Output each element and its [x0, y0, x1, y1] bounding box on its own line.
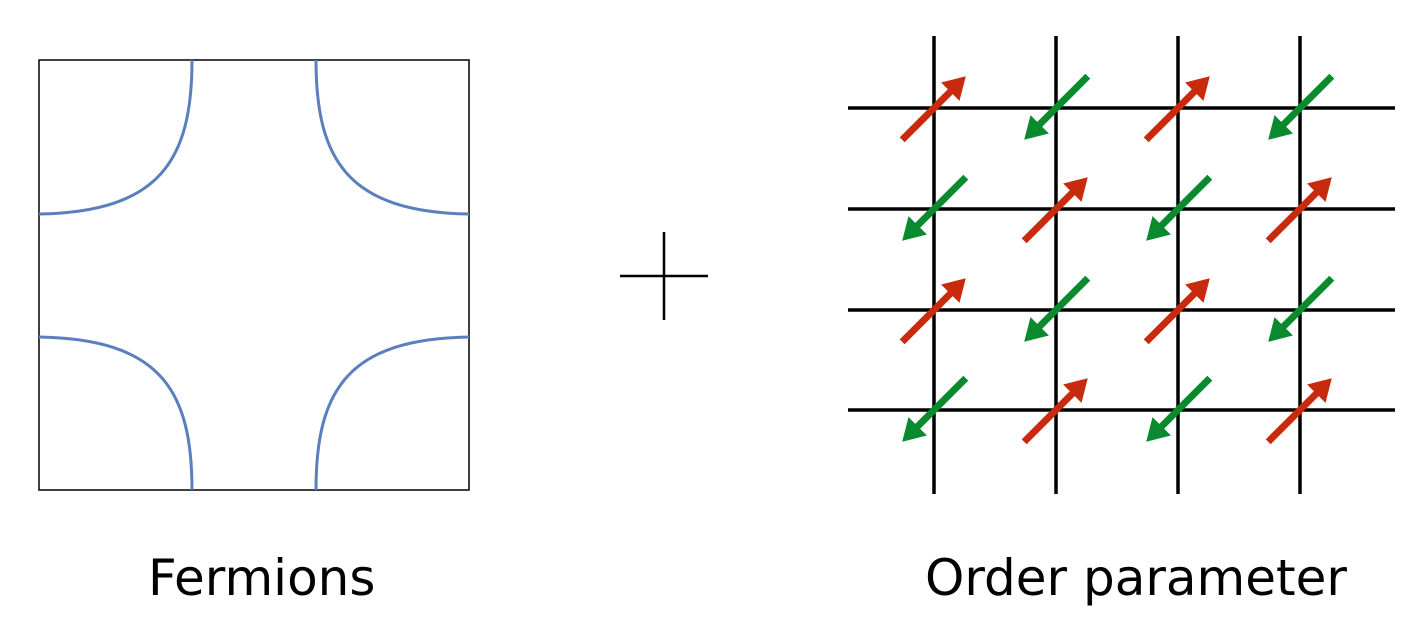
- spin-arrow-head: [1024, 115, 1049, 140]
- spin-up-arrow: [899, 76, 966, 143]
- fermi-surface-curve-bottom-left: [38, 335, 194, 491]
- fermi-surface-panel: [38, 59, 470, 491]
- spin-up-arrow: [1021, 177, 1088, 244]
- spin-arrow-head: [1268, 317, 1293, 342]
- spin-up-arrow: [1265, 378, 1332, 445]
- fermi-surface-curve-bottom-right: [314, 335, 470, 491]
- spin-arrow-head: [1146, 216, 1171, 241]
- spin-lattice: [848, 36, 1395, 494]
- spin-down-arrow: [1146, 174, 1213, 241]
- spin-arrow-shaft: [913, 375, 969, 431]
- spin-arrow-head: [1268, 115, 1293, 140]
- spin-down-arrow: [1268, 73, 1335, 140]
- fermi-surface-curve-top-right: [314, 59, 470, 216]
- spin-down-arrow: [1024, 73, 1091, 140]
- lattice-spins: [899, 73, 1335, 445]
- fermi-surface-curve-top-left: [38, 59, 194, 216]
- spin-arrow-shaft: [1279, 275, 1335, 331]
- spin-arrow-head: [1185, 76, 1210, 101]
- spin-up-arrow: [899, 278, 966, 345]
- spin-arrow-shaft: [1265, 188, 1321, 244]
- spin-arrow-head: [1063, 177, 1088, 202]
- spin-up-arrow: [1021, 378, 1088, 445]
- spin-up-arrow: [1265, 177, 1332, 244]
- spin-arrow-shaft: [1021, 389, 1077, 445]
- spin-down-arrow: [1024, 275, 1091, 342]
- spin-arrow-head: [902, 216, 927, 241]
- spin-down-arrow: [1146, 375, 1213, 442]
- spin-arrow-shaft: [1035, 73, 1091, 129]
- spin-arrow-shaft: [899, 87, 955, 143]
- spin-arrow-shaft: [899, 289, 955, 345]
- spin-arrow-shaft: [1157, 375, 1213, 431]
- spin-arrow-head: [941, 76, 966, 101]
- spin-arrow-head: [941, 278, 966, 303]
- spin-down-arrow: [1268, 275, 1335, 342]
- order-parameter-caption: Order parameter: [925, 549, 1347, 607]
- spin-arrow-shaft: [1035, 275, 1091, 331]
- lattice-grid-lines: [848, 36, 1395, 494]
- spin-arrow-shaft: [1143, 87, 1199, 143]
- spin-down-arrow: [902, 375, 969, 442]
- spin-arrow-head: [1146, 417, 1171, 442]
- spin-arrow-shaft: [1265, 389, 1321, 445]
- spin-arrow-head: [1307, 378, 1332, 403]
- spin-arrow-head: [1024, 317, 1049, 342]
- spin-arrow-shaft: [913, 174, 969, 230]
- spin-arrow-shaft: [1157, 174, 1213, 230]
- plus-symbol: [620, 232, 708, 320]
- spin-arrow-head: [1063, 378, 1088, 403]
- spin-arrow-shaft: [1021, 188, 1077, 244]
- spin-arrow-head: [1307, 177, 1332, 202]
- spin-arrow-shaft: [1279, 73, 1335, 129]
- spin-arrow-shaft: [1143, 289, 1199, 345]
- brillouin-zone-frame: [38, 59, 470, 491]
- spin-down-arrow: [902, 174, 969, 241]
- spin-arrow-head: [1185, 278, 1210, 303]
- spin-arrow-head: [902, 417, 927, 442]
- fermions-caption: Fermions: [148, 549, 376, 607]
- spin-up-arrow: [1143, 278, 1210, 345]
- spin-up-arrow: [1143, 76, 1210, 143]
